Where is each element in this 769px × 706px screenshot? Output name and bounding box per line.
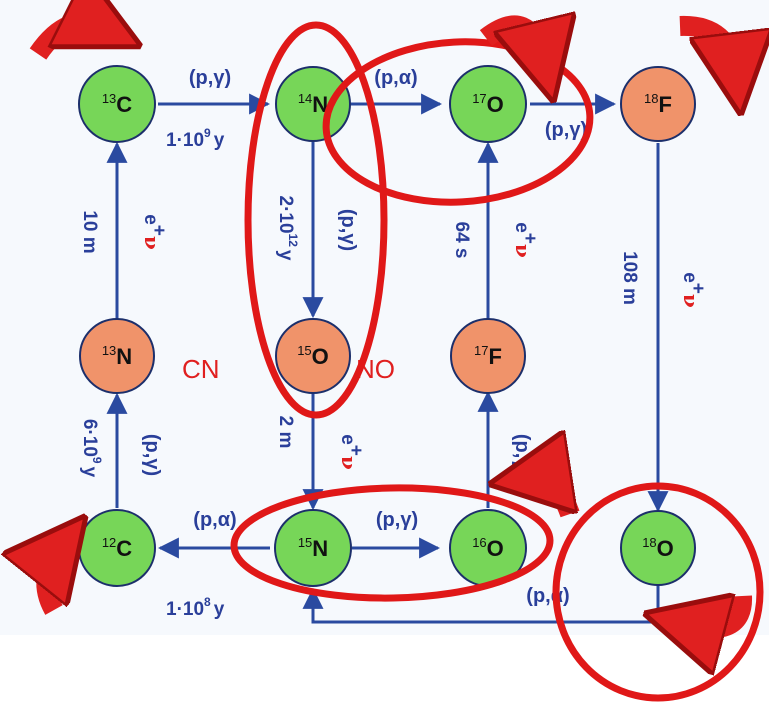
reaction-n15-o16: (p,γ): [376, 509, 418, 531]
svg-text:15N: 15N: [298, 535, 328, 561]
nuclide-o15: 15O: [275, 318, 351, 394]
svg-text:18O: 18O: [642, 535, 674, 561]
svg-text:14N: 14N: [298, 91, 328, 117]
nuclide-c13: 13C: [78, 65, 156, 143]
svg-text:18F: 18F: [644, 91, 672, 117]
highlights: [230, 21, 764, 702]
svg-text:13N: 13N: [102, 343, 132, 369]
time-n14-o15: 2·1012y: [275, 196, 300, 261]
time-n13-c13: 10 m: [79, 210, 100, 253]
time-f18-o18: 108 m: [619, 251, 640, 305]
curved-arrow-icon: [530, 478, 580, 518]
curved-arrow-icon: [29, 23, 104, 60]
curved-arrow-icon: [684, 596, 753, 628]
svg-text:12C: 12C: [102, 535, 132, 561]
decay-label-f17-o17: e+ν: [511, 222, 540, 258]
reaction-c12-n13: (p,γ): [141, 434, 163, 476]
nuclide-o16: 16O: [449, 509, 527, 587]
curved-arrow-icon: [479, 25, 544, 62]
reaction-o18-n15: (p,α): [526, 585, 569, 607]
nuclide-f18: 18F: [620, 66, 696, 142]
time-c12-n13: 6·109y: [79, 419, 104, 478]
svg-text:16O: 16O: [472, 535, 504, 561]
svg-text:17F: 17F: [474, 343, 502, 369]
nuclide-o18: 18O: [620, 510, 696, 586]
cycle-label-cn: CN: [182, 354, 220, 384]
highlight-n15-o16: [230, 484, 554, 602]
nuclide-n14: 14N: [275, 66, 351, 142]
highlight-n14-o17-f18: [322, 38, 594, 206]
svg-text:15O: 15O: [297, 343, 329, 369]
decay-label-o15-n15: e+ν: [337, 434, 366, 470]
nuclides: 13C 14N 17O 18F 13N 15O 17F 12C: [78, 65, 696, 587]
decay-label-f18-o18: e+ν: [679, 272, 708, 308]
decay-label-n13-c13: e+ν: [140, 214, 169, 250]
nuclide-n15: 15N: [274, 509, 352, 587]
nuclide-n13: 13N: [79, 318, 155, 394]
reaction-n15-c12: (p,α): [193, 509, 236, 531]
curved-arrow-icon: [679, 15, 736, 74]
nuclide-f17: 17F: [450, 318, 526, 394]
highlight-n14-o15: [244, 21, 388, 419]
cycle-arrows: [38, 23, 742, 628]
reaction-o17-f18: (p,γ): [545, 119, 587, 141]
reaction-n14-o15: (p,γ): [337, 209, 359, 251]
time-o15-n15: 2 m: [275, 416, 296, 449]
reaction-n14-o17: (p,α): [374, 67, 417, 89]
nuclide-c12: 12C: [78, 509, 156, 587]
reaction-c13-n14: (p,γ): [189, 67, 231, 89]
highlight-o18: [552, 482, 764, 702]
time-f17-o17: 64 s: [451, 222, 472, 259]
curved-arrow-icon: [46, 548, 60, 615]
nuclide-o17: 17O: [449, 65, 527, 143]
svg-text:13C: 13C: [102, 91, 132, 117]
